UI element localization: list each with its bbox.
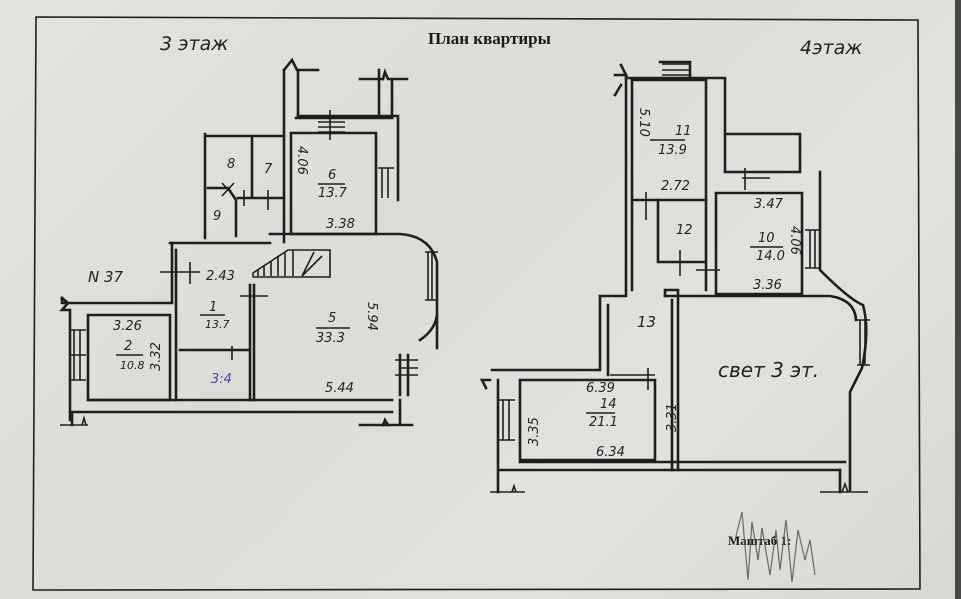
void-annotation: свет 3 эт.	[718, 358, 819, 382]
dim-r2-top: 3.26	[113, 319, 142, 334]
room-5-area: 33.3	[316, 331, 345, 346]
room-2-number: 2	[124, 339, 132, 354]
room-6-area: 13.7	[318, 186, 348, 201]
room-7-number: 7	[264, 162, 273, 177]
room-14-area: 21.1	[589, 415, 618, 430]
dim-r6-side: 4.06	[294, 146, 309, 175]
dim-r10-top: 3.47	[754, 197, 784, 212]
dim-r2-side: 3.32	[149, 342, 164, 371]
room-1-area: 13.7	[205, 318, 230, 331]
drawing-frame	[32, 16, 921, 591]
room-9-number: 9	[213, 209, 221, 224]
dim-r10-bottom: 3.36	[753, 278, 782, 293]
room-6-number: 6	[328, 168, 336, 183]
floor-label-left: 3 этаж	[160, 33, 228, 55]
room-13-number: 13	[637, 313, 656, 331]
dim-r14-bottom: 6.34	[596, 445, 625, 460]
dim-r14-right: 3.31	[665, 403, 680, 432]
room-11-area: 13.9	[658, 143, 687, 158]
dim-r11-side: 5.10	[636, 108, 651, 137]
floor-plan-4	[479, 60, 870, 494]
dim-r6-bottom: 3.38	[326, 217, 355, 232]
dim-r1-top: 2.43	[206, 269, 235, 284]
floor-plan-3	[59, 57, 439, 427]
floor-label-right: 4этаж	[800, 37, 862, 59]
room-14-number: 14	[600, 397, 617, 412]
room-10-area: 14.0	[756, 249, 785, 264]
signature-scribble	[734, 511, 816, 583]
dim-r14-top: 6.39	[586, 381, 615, 396]
paper-edge	[955, 0, 961, 599]
dim-r3-handwritten: 3:4	[211, 372, 232, 387]
dim-r10-side: 4.06	[787, 226, 802, 255]
dim-r5-side: 5.94	[364, 302, 379, 331]
room-8-number: 8	[227, 157, 235, 172]
apartment-number: N 37	[88, 268, 124, 286]
dim-r5-bottom: 5.44	[325, 381, 354, 396]
plan-title: План квартиры	[428, 29, 551, 48]
room-1-number: 1	[209, 300, 217, 315]
dim-r11-bottom: 2.72	[661, 179, 690, 194]
room-11-number: 11	[675, 124, 692, 139]
room-12-number: 12	[676, 223, 693, 238]
room-5-number: 5	[328, 311, 336, 326]
room-2-area: 10.8	[120, 359, 145, 372]
dim-r14-left: 3.35	[527, 417, 542, 446]
room-10-number: 10	[758, 231, 775, 246]
